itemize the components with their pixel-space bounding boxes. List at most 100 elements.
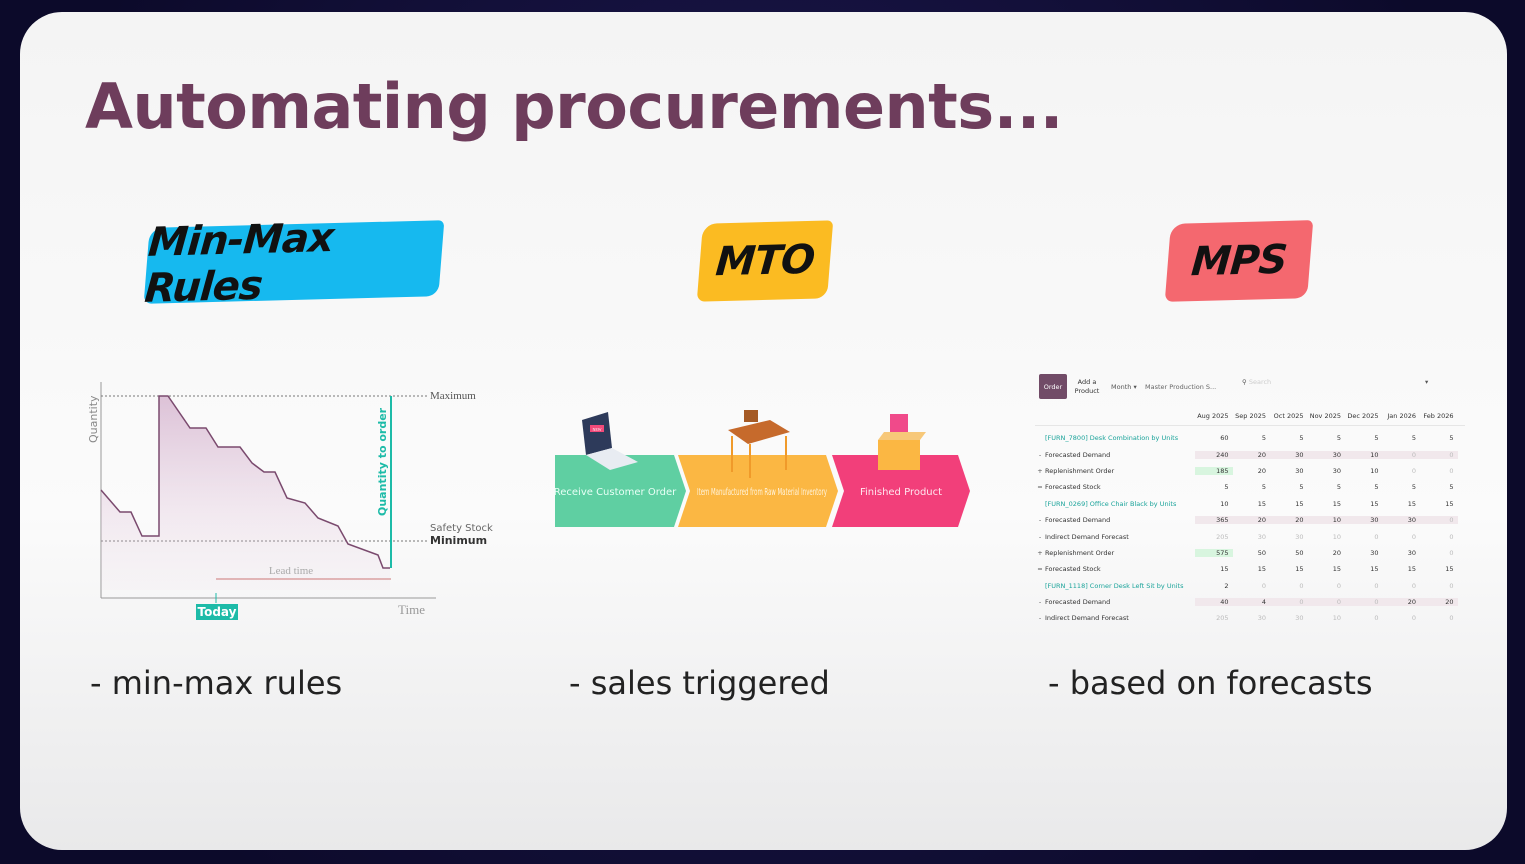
row-sign: - <box>1038 532 1042 541</box>
table-cell: 15 <box>1445 565 1454 574</box>
row-sign: + <box>1037 466 1043 475</box>
month-header-cell: Feb 2026 <box>1423 411 1454 420</box>
row-sign: - <box>1038 614 1042 623</box>
row-label: Replenishment Order <box>1045 548 1115 557</box>
table-cell[interactable]: 4 <box>1232 598 1270 607</box>
row-label[interactable]: [FURN_1118] Corner Desk Left Sit by Unit… <box>1045 581 1184 590</box>
table-cell[interactable]: 0 <box>1345 598 1383 607</box>
tag-mto: MTO <box>696 220 834 302</box>
stock-line <box>100 395 390 569</box>
month-header-cell: Sep 2025 <box>1235 411 1266 420</box>
add-product-button[interactable]: Add a Product <box>1074 378 1100 395</box>
table-cell[interactable]: 50 <box>1257 548 1266 557</box>
row-sign: - <box>1038 516 1042 525</box>
table-cell[interactable]: 30 <box>1332 466 1341 475</box>
table-cell: 0 <box>1449 614 1454 623</box>
quantity-to-order-label: Quantity to order <box>376 407 389 516</box>
table-cell[interactable]: 30 <box>1370 548 1379 557</box>
table-cell: 5 <box>1374 483 1379 492</box>
row-sign: + <box>1037 548 1043 557</box>
table-cell[interactable]: 10 <box>1370 466 1379 475</box>
table-cell[interactable]: 20 <box>1232 516 1270 525</box>
step-finished <box>832 455 970 527</box>
month-header-cell: Oct 2025 <box>1273 411 1304 420</box>
table-cell: 2 <box>1224 581 1229 590</box>
table-cell[interactable]: 575 <box>1195 548 1233 557</box>
step-manufacture <box>678 455 838 527</box>
table-cell[interactable]: 0 <box>1382 450 1420 459</box>
row-label[interactable]: [FURN_0269] Office Chair Black by Units <box>1045 499 1177 508</box>
safety-stock-label: Safety Stock <box>430 523 493 534</box>
table-cell[interactable]: 0 <box>1307 598 1345 607</box>
table-cell: 0 <box>1374 614 1379 623</box>
table-cell[interactable]: 0 <box>1449 548 1454 557</box>
table-cell[interactable]: 20 <box>1420 598 1458 607</box>
table-cell: 15 <box>1295 565 1304 574</box>
order-button[interactable]: Order <box>1039 374 1067 399</box>
table-cell: 5 <box>1449 483 1454 492</box>
table-cell[interactable]: 10 <box>1345 450 1383 459</box>
table-cell: 60 <box>1220 434 1229 443</box>
table-cell[interactable]: 0 <box>1420 516 1458 525</box>
table-row: [FURN_7800] Desk Combination by Units 60 5… <box>1035 430 1465 446</box>
row-sign: - <box>1038 598 1042 607</box>
table-cell: 30 <box>1257 532 1266 541</box>
table-cell: 205 <box>1216 614 1229 623</box>
row-label: Forecasted Stock <box>1045 483 1101 492</box>
search-icon: ⚲ <box>1242 378 1247 386</box>
table-cell[interactable]: 30 <box>1382 516 1420 525</box>
table-cell: 5 <box>1261 434 1266 443</box>
table-cell: 0 <box>1374 581 1379 590</box>
table-cell[interactable]: 20 <box>1332 548 1341 557</box>
table-cell[interactable]: 240 <box>1195 450 1233 459</box>
table-cell: 5 <box>1261 483 1266 492</box>
table-cell: 15 <box>1407 499 1416 508</box>
options-caret-icon[interactable]: ▾ <box>1425 378 1429 386</box>
search-input[interactable]: ⚲ Search <box>1242 378 1272 386</box>
row-sign: - <box>1038 450 1042 459</box>
table-cell[interactable]: 40 <box>1195 598 1233 607</box>
table-cell[interactable]: 0 <box>1420 450 1458 459</box>
row-label: Forecasted Stock <box>1045 565 1101 574</box>
table-cell[interactable]: 365 <box>1195 516 1233 525</box>
table-cell: 10 <box>1332 614 1341 623</box>
today-label: Today <box>198 605 237 619</box>
table-cell: 15 <box>1370 499 1379 508</box>
table-cell[interactable]: 30 <box>1270 450 1308 459</box>
table-cell[interactable]: 20 <box>1382 598 1420 607</box>
table-cell[interactable]: 30 <box>1345 516 1383 525</box>
table-cell: 5 <box>1411 483 1416 492</box>
step-label-1: Receive Customer Order <box>554 487 677 498</box>
table-cell: 0 <box>1411 581 1416 590</box>
table-cell[interactable]: 50 <box>1295 548 1304 557</box>
table-cell: 15 <box>1257 499 1266 508</box>
table-cell[interactable]: 30 <box>1407 548 1416 557</box>
table-cell[interactable]: 20 <box>1270 516 1308 525</box>
table-cell[interactable]: 0 <box>1449 466 1454 475</box>
table-cell[interactable]: 10 <box>1307 516 1345 525</box>
table-cell: 5 <box>1449 434 1454 443</box>
row-sign: = <box>1037 565 1043 574</box>
table-cell: 15 <box>1332 565 1341 574</box>
month-header-cell: Dec 2025 <box>1347 411 1379 420</box>
table-cell: 5 <box>1224 483 1229 492</box>
table-cell: 15 <box>1257 565 1266 574</box>
table-cell: 5 <box>1336 434 1341 443</box>
row-label[interactable]: [FURN_7800] Desk Combination by Units <box>1045 434 1179 443</box>
table-cell: 30 <box>1295 614 1304 623</box>
table-cell: 15 <box>1407 565 1416 574</box>
table-cell: 15 <box>1445 499 1454 508</box>
table-cell[interactable]: 185 <box>1195 466 1233 475</box>
table-cell[interactable]: 20 <box>1257 466 1266 475</box>
table-cell[interactable]: 30 <box>1307 450 1345 459</box>
table-cell[interactable]: 0 <box>1411 466 1416 475</box>
table-cell: 0 <box>1449 581 1454 590</box>
table-cell[interactable]: 20 <box>1232 450 1270 459</box>
table-cell[interactable]: 30 <box>1295 466 1304 475</box>
period-dropdown[interactable]: Month ▾ <box>1111 383 1137 391</box>
table-cell[interactable]: 0 <box>1270 598 1308 607</box>
